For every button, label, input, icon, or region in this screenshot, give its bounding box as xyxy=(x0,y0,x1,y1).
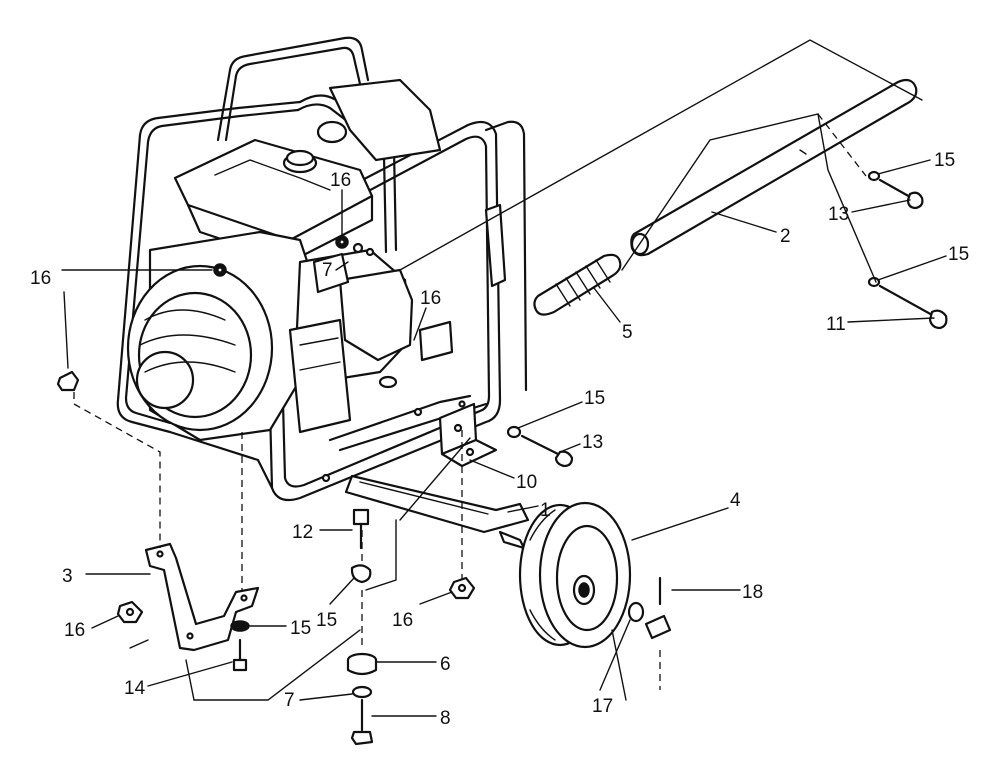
callout-1: 1 xyxy=(540,500,551,521)
callout-16-axle: 16 xyxy=(392,610,413,631)
callout-5: 5 xyxy=(622,322,633,343)
callout-11: 11 xyxy=(826,314,846,335)
handle-tube xyxy=(630,78,918,257)
axle-bolt xyxy=(506,425,574,468)
callout-labels: 1 2 3 4 5 6 7 7 8 10 11 12 13 13 14 15 1… xyxy=(30,150,969,729)
callout-16-left: 16 xyxy=(30,268,51,289)
callout-18: 18 xyxy=(742,582,763,603)
callout-15-bolt12: 15 xyxy=(316,610,337,631)
callout-7-lower: 7 xyxy=(284,690,295,711)
alignment-lines xyxy=(73,39,923,701)
callout-15-axle: 15 xyxy=(584,388,605,409)
callout-2: 2 xyxy=(780,226,791,247)
engine-assembly xyxy=(126,78,507,442)
callout-15-handle: 15 xyxy=(948,244,969,265)
callout-16-top: 16 xyxy=(330,170,351,191)
callout-4: 4 xyxy=(730,490,741,511)
foot-bracket xyxy=(144,542,260,652)
callout-13-handle: 13 xyxy=(828,204,849,225)
callout-15-top: 15 xyxy=(934,150,955,171)
callout-16-foot: 16 xyxy=(64,620,85,641)
wheel xyxy=(518,501,632,649)
handle-grip xyxy=(533,253,622,316)
callout-12: 12 xyxy=(292,522,313,543)
callout-13-axle: 13 xyxy=(582,432,603,453)
callout-7-upper: 7 xyxy=(322,260,333,281)
callout-6: 6 xyxy=(440,654,451,675)
leader-lines xyxy=(61,159,947,717)
callout-16-right: 16 xyxy=(420,288,441,309)
axle xyxy=(344,474,530,550)
handle-hardware xyxy=(867,170,948,330)
callout-3: 3 xyxy=(62,566,73,587)
foot-hardware xyxy=(56,370,476,746)
axle-bracket xyxy=(438,402,498,468)
wheel-hardware xyxy=(627,576,672,690)
callout-10: 10 xyxy=(516,472,537,493)
callout-8: 8 xyxy=(440,708,451,729)
callout-14: 14 xyxy=(124,678,146,699)
callout-17: 17 xyxy=(592,696,613,717)
callout-15-foot: 15 xyxy=(290,618,311,639)
